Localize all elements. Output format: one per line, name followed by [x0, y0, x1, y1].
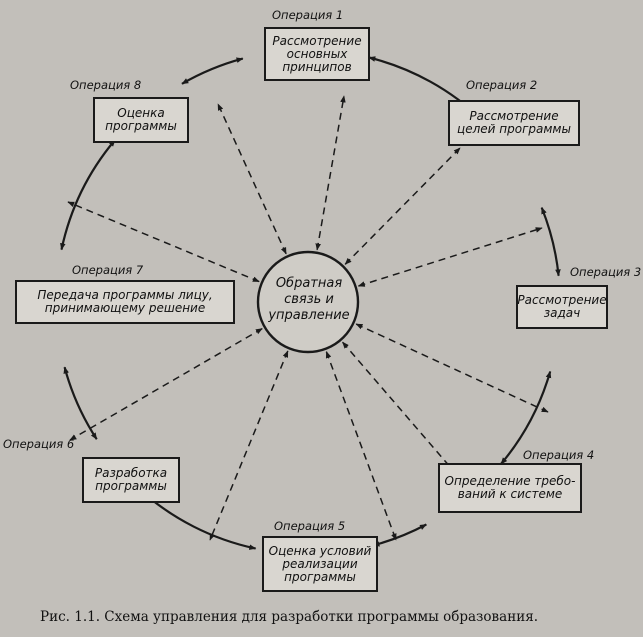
box-text-line: Оценка — [117, 106, 165, 120]
box-text-line: Определение требо- — [444, 474, 576, 488]
feedback-spoke-4 — [357, 227, 543, 287]
operation-label: Операция 7 — [72, 263, 144, 277]
box-text-line: Рассмотрение — [469, 109, 559, 123]
feedback-spoke-1 — [217, 103, 287, 255]
feedback-spoke-10 — [67, 201, 260, 283]
box-text-line: программы — [95, 479, 167, 493]
box-text-line: ваний к системе — [457, 487, 563, 501]
box-text-line: задач — [543, 306, 581, 320]
feedback-spoke-9 — [69, 327, 263, 441]
box-text-line: программы — [284, 569, 356, 584]
operation-7-box: Передача программы лицу,принимающему реш… — [15, 280, 235, 324]
cycle-arc-4-to-5 — [372, 523, 427, 547]
cycle-arc-8-to-1 — [181, 57, 244, 85]
operation-label: Операция 4 — [523, 448, 595, 462]
cycle-arc-7-to-8 — [60, 139, 116, 251]
operation-label: Операция 5 — [274, 519, 346, 533]
feedback-spoke-7 — [325, 351, 397, 541]
box-text-line: принимающему решение — [44, 301, 206, 315]
center-text-line: управление — [268, 308, 350, 323]
figure-caption: Рис. 1.1. Схема управления для разработк… — [40, 609, 538, 625]
box-text-line: Передача программы лицу, — [37, 288, 213, 302]
operation-label: Операция 3 — [570, 265, 642, 279]
operation-4-box: Определение требо-ваний к системе — [438, 463, 582, 513]
box-text-line: Рассмотрение — [272, 33, 362, 48]
cycle-arc-2-to-3 — [540, 206, 561, 277]
operation-label: Операция 2 — [466, 78, 538, 92]
center-text-line: Обратная — [275, 276, 343, 291]
cycle-arc-6-to-7 — [63, 366, 98, 440]
box-text-line: целей программы — [457, 122, 571, 136]
center-label: Обратная связь и управление — [259, 276, 359, 324]
operation-label: Операция 8 — [70, 78, 142, 92]
box-text-line: Оценка условий — [268, 543, 372, 558]
box-text-line: принципов — [282, 59, 352, 74]
feedback-spoke-3 — [344, 147, 461, 265]
center-text-line: связь и — [284, 292, 334, 307]
center-circle — [256, 250, 360, 354]
box-text-line: программы — [105, 119, 177, 133]
box-text-line: Рассмотрение — [517, 293, 607, 307]
feedback-spoke-5 — [355, 323, 549, 413]
box-text-line: Разработка — [94, 466, 168, 480]
box-text-line: реализации — [282, 556, 358, 571]
box-text-line: основных — [286, 46, 348, 61]
feedback-spoke-8 — [209, 350, 289, 541]
operation-label: Операция 1 — [272, 8, 344, 22]
operation-label: Операция 6 — [3, 437, 75, 451]
feedback-spoke-2 — [315, 95, 346, 251]
